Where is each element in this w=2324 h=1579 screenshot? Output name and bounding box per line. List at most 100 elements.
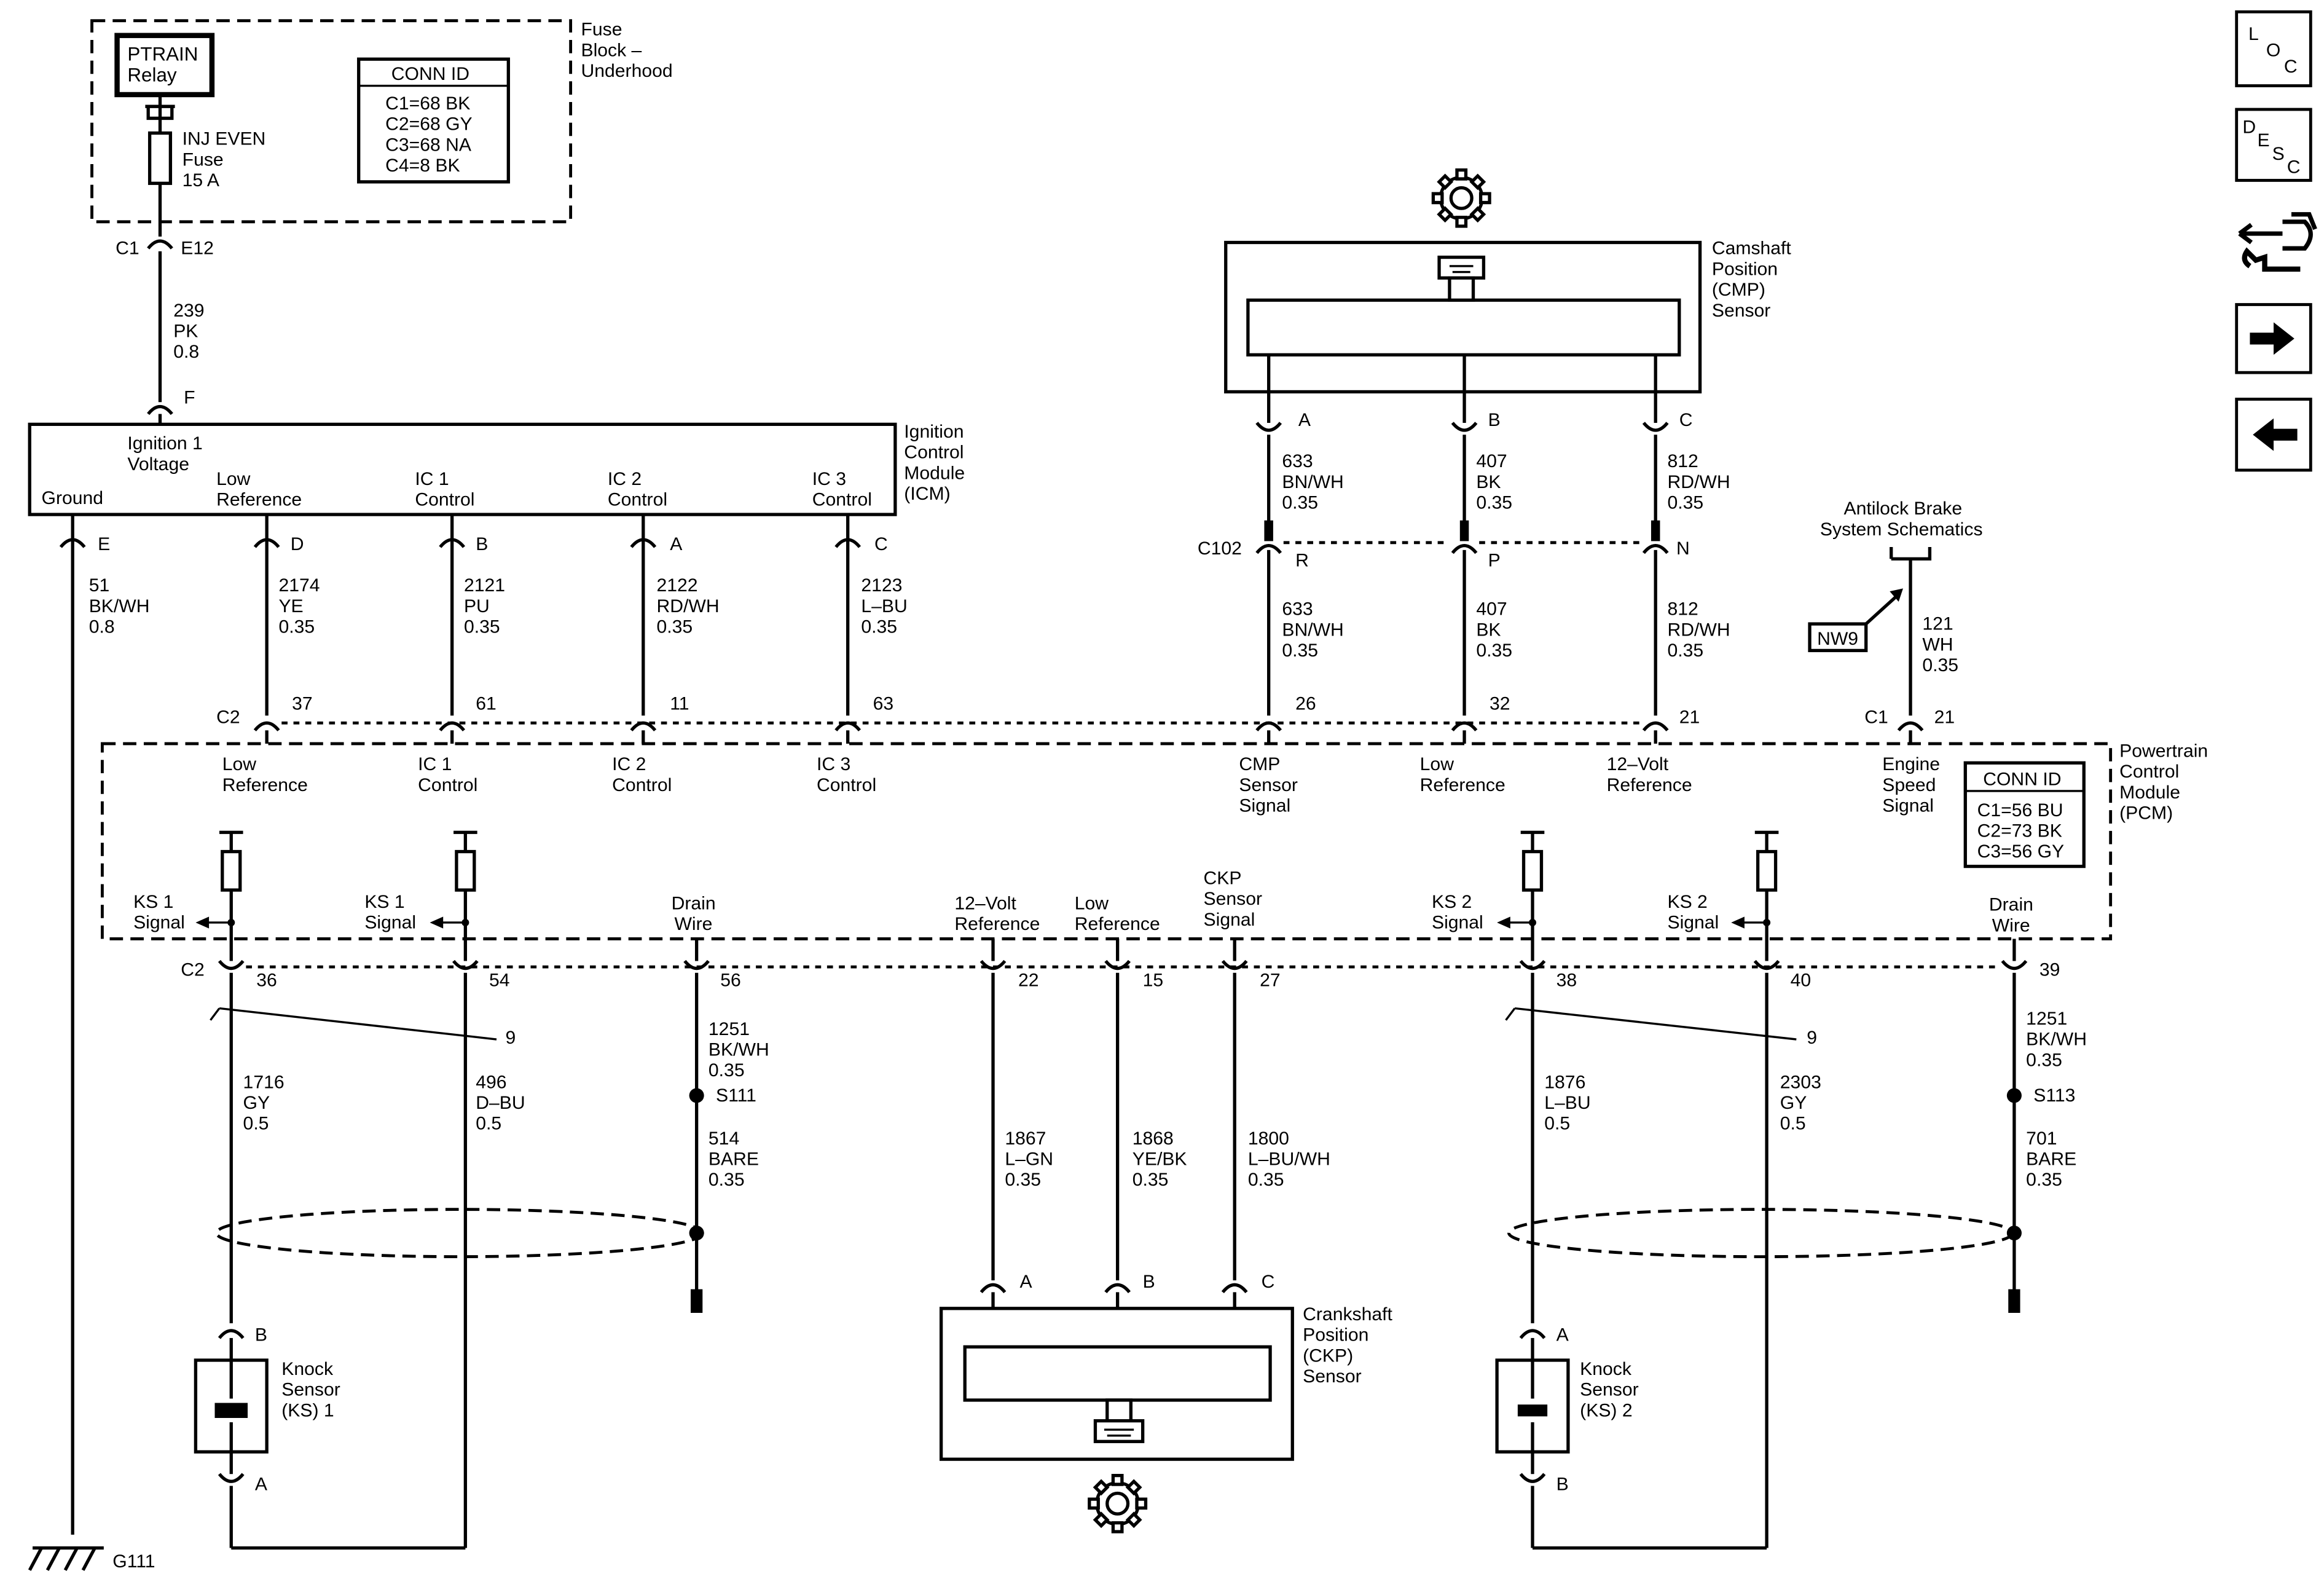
pcm-ks2b-1: KS 2	[1667, 892, 1707, 912]
wire-121-gauge: 0.35	[1922, 655, 1958, 675]
wire-2303-number: 2303	[1780, 1072, 1821, 1092]
cmp-element	[1246, 298, 1681, 356]
ks2-pin-bottom: B	[1557, 1475, 1569, 1495]
pcm-cmp-1: CMP	[1239, 754, 1280, 774]
fuse-block-title-2: Block –	[581, 40, 642, 60]
wire-2121-number: 2121	[464, 575, 505, 596]
fuse-label-3: 15 A	[183, 170, 220, 191]
pcm-pin-22: 22	[1018, 970, 1039, 990]
fuse-conn-id-3: C3=68 NA	[385, 135, 472, 155]
wire-407-lower-color: BK	[1476, 620, 1501, 640]
wire-2174-number: 2174	[278, 575, 320, 596]
pcm-drain2-1: Drain	[1989, 895, 2033, 915]
pcm-pin-56: 56	[720, 970, 741, 990]
fuse-block-title-3: Underhood	[581, 61, 673, 81]
pcm-speed-1: Engine	[1882, 754, 1940, 774]
icm-ign1-label-2: Voltage	[127, 454, 189, 474]
icm-pin-e: E	[98, 534, 110, 554]
wire-1251b-color: BK/WH	[2026, 1030, 2087, 1050]
pcm-outline	[101, 742, 2113, 940]
wire-812-lower-number: 812	[1667, 599, 1698, 620]
pcm-pin-21-c2: 21	[1679, 707, 1700, 727]
desc-letter-c: C	[2287, 157, 2301, 177]
drain-wire-2: 1251 BK/WH 0.35 S113 701 BARE 0.35	[2006, 972, 2087, 1313]
ptrain-relay	[114, 33, 215, 98]
wire-1251a-number: 1251	[709, 1019, 750, 1039]
wire-1251a-gauge: 0.35	[709, 1060, 745, 1081]
cmp-pin-a: A	[1298, 410, 1311, 430]
nw9-label: NW9	[1817, 629, 1858, 649]
ks1-shield	[214, 1208, 704, 1259]
previous-page-button[interactable]	[2235, 398, 2312, 472]
icm-ign1-label-1: Ignition 1	[127, 433, 202, 454]
wire-407-lower-gauge: 0.35	[1476, 640, 1512, 661]
icm-lowref-label-2: Reference	[216, 490, 302, 510]
ckp-element	[963, 1345, 1272, 1402]
fuse-conn-id-4: C4=8 BK	[385, 156, 460, 176]
pcm-bottom-c2: C2	[181, 960, 205, 980]
wire-1867-color: L–GN	[1005, 1149, 1053, 1170]
wire-812-lower-color: RD/WH	[1667, 620, 1730, 640]
pcm-ic2-2: Control	[612, 775, 672, 795]
powertrain-control-module: Powertrain Control Module (PCM) CONN ID …	[101, 741, 2208, 961]
fuse-block-outline	[90, 19, 573, 224]
ckp-title-3: (CKP)	[1303, 1345, 1353, 1366]
wire-1800-number: 1800	[1248, 1128, 1289, 1149]
wire-51-color: BK/WH	[89, 596, 150, 616]
fuse-label-2: Fuse	[183, 149, 224, 170]
pcm-ckpsig-2: Sensor	[1204, 889, 1262, 909]
pcm-conn-id-title: CONN ID	[1983, 769, 2061, 789]
pcm-speed-3: Signal	[1882, 796, 1934, 816]
ks2-circuit: 9 1876 L–BU 0.5 2303 GY 0.5 A B Knock Se…	[1495, 972, 2014, 1550]
ks1-circuit: 9 1716 GY 0.5 496 D–BU 0.5 B A Knock Sen…	[194, 972, 704, 1550]
ckp-pin-a: A	[1019, 1272, 1032, 1292]
ks1-pin-bottom: A	[255, 1475, 268, 1495]
pcm-pin-37: 37	[292, 694, 313, 714]
icm-pin-b: B	[476, 534, 488, 554]
fuse-conn-id-title: CONN ID	[391, 64, 469, 84]
wire-1876-number: 1876	[1544, 1072, 1585, 1092]
wire-1251b-number: 1251	[2026, 1009, 2067, 1029]
wire-633-lower-color: BN/WH	[1282, 620, 1343, 640]
desc-letter-d: D	[2242, 117, 2256, 138]
wire-514-gauge: 0.35	[709, 1170, 745, 1190]
desc-letter-e: E	[2257, 130, 2269, 151]
loc-button[interactable]: L O C	[2235, 10, 2312, 87]
icm-ic3-label-1: IC 3	[812, 469, 846, 489]
wire-496-number: 496	[476, 1072, 506, 1092]
ks1-title-1: Knock	[281, 1359, 334, 1379]
wire-2121-color: PU	[464, 596, 490, 616]
loc-letter-o: O	[2266, 40, 2280, 60]
icm-lowref-label-1: Low	[216, 469, 251, 489]
wire-51-gauge: 0.8	[89, 617, 115, 637]
wire-1800-gauge: 0.35	[1248, 1170, 1284, 1190]
icm-pin-f: F	[184, 388, 195, 408]
ckp-gear-icon	[1088, 1473, 1148, 1534]
pcm-title-1: Powertrain	[2119, 741, 2208, 762]
wire-239-gauge: 0.8	[173, 342, 199, 362]
ks2-twist-marker	[1505, 1007, 1797, 1041]
ckp-pin-b: B	[1143, 1272, 1155, 1292]
splice-s113	[2006, 1088, 2022, 1103]
pcm-12v-2: Reference	[1607, 775, 1692, 795]
abs-title-1: Antilock Brake	[1844, 498, 1963, 519]
ckp-title-1: Crankshaft	[1303, 1304, 1392, 1325]
nw9-tag[interactable]	[1808, 622, 1868, 653]
c102-pin-r: R	[1295, 550, 1309, 570]
pcm-ckpsig-3: Signal	[1204, 910, 1255, 930]
desc-button[interactable]: D E S C	[2235, 108, 2312, 182]
icm-ic2-label-2: Control	[608, 490, 667, 510]
wire-633-upper-color: BN/WH	[1282, 472, 1343, 492]
icm-pin-d: D	[291, 534, 304, 554]
pcm-title-3: Module	[2119, 782, 2180, 803]
pcm-ckp12v-2: Reference	[954, 914, 1040, 934]
ckp-title-4: Sensor	[1303, 1366, 1361, 1387]
nw9-arrow	[1864, 593, 1900, 626]
pcm-ks1b-2: Signal	[364, 913, 416, 933]
pcm-conn-id-1: C1=56 BU	[1977, 800, 2063, 821]
pcm-ckplow-1: Low	[1075, 893, 1109, 913]
connector-tool-icon[interactable]	[2238, 212, 2317, 272]
next-page-button[interactable]	[2235, 303, 2312, 374]
wire-239-color: PK	[173, 321, 198, 341]
icm-box	[28, 422, 897, 516]
